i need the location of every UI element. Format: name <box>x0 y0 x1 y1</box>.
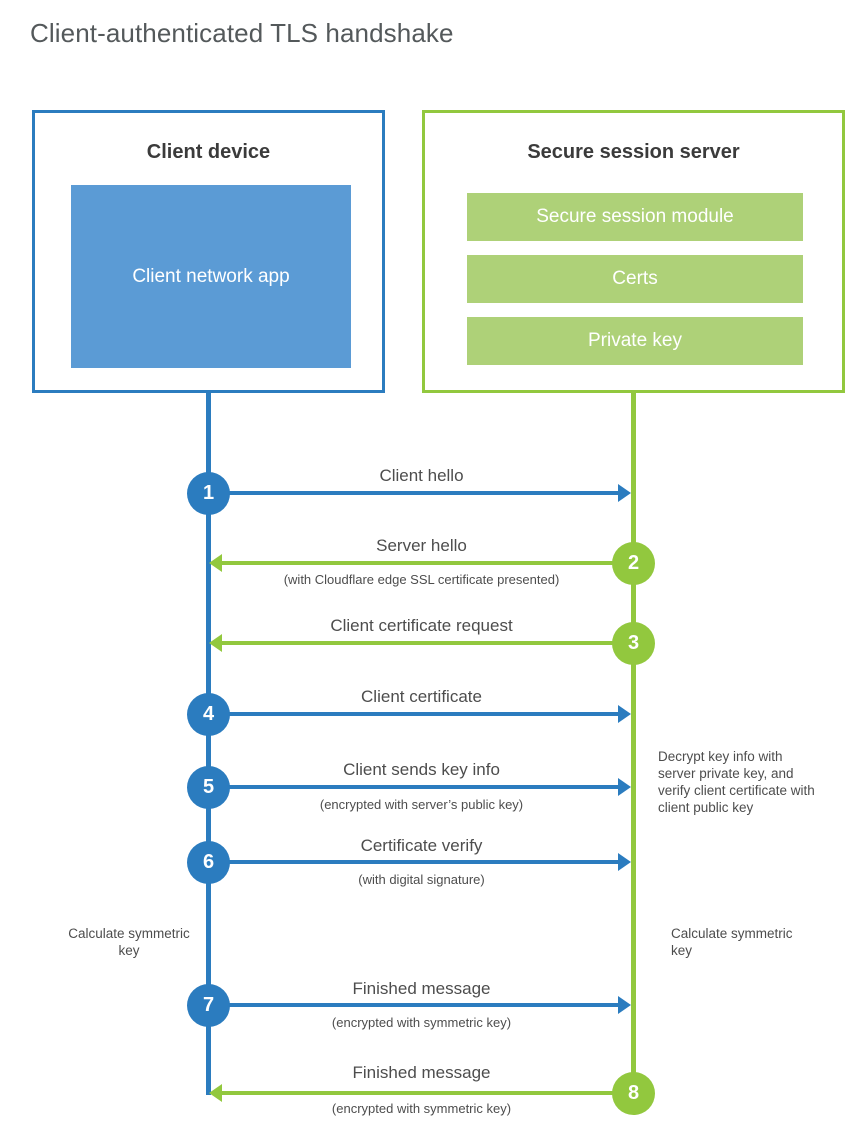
secure-session-server-box: Secure session server Secure session mod… <box>422 110 845 393</box>
step-3-arrow-line <box>222 641 634 645</box>
step-7-arrow-line <box>209 1003 619 1007</box>
secure-session-server-title: Secure session server <box>527 141 740 163</box>
step-5-label: Client sends key info <box>343 760 500 779</box>
step-6-sublabel: (with digital signature) <box>358 872 485 887</box>
step-1-label: Client hello <box>379 466 464 485</box>
server-decrypt-note: Decrypt key info with server private key… <box>658 749 815 815</box>
server-component-private-key: Private key <box>467 317 803 365</box>
step-3-arrow-head <box>209 634 222 652</box>
client-network-app-box: Client network app <box>71 185 351 368</box>
step-2-sublabel: (with Cloudflare edge SSL certificate pr… <box>283 572 560 587</box>
client-device-title: Client device <box>146 141 271 163</box>
step-4-label: Client certificate <box>361 687 482 706</box>
step-8-arrow-head <box>209 1084 222 1102</box>
step-4-circle: 4 <box>187 693 230 736</box>
server-calculate-symmetric-key-note: Calculate symmetric key <box>671 926 793 958</box>
step-1-arrow-line <box>209 491 619 495</box>
step-1-circle: 1 <box>187 472 230 515</box>
client-calculate-symmetric-key-note: Calculate symmetric key <box>68 926 190 958</box>
step-8-sublabel: (encrypted with symmetric key) <box>331 1101 512 1116</box>
step-5-sublabel: (encrypted with server’s public key) <box>319 797 524 812</box>
step-5-arrow-line <box>209 785 619 789</box>
step-3-circle: 3 <box>612 622 655 665</box>
step-6-arrow-head <box>618 853 631 871</box>
step-6-arrow-line <box>209 860 619 864</box>
step-8-label: Finished message <box>352 1063 491 1082</box>
step-7-sublabel: (encrypted with symmetric key) <box>331 1015 512 1030</box>
step-7-label: Finished message <box>352 979 491 998</box>
step-6-label: Certificate verify <box>360 836 483 855</box>
step-2-arrow-line <box>222 561 634 565</box>
step-4-arrow-head <box>618 705 631 723</box>
step-7-arrow-head <box>618 996 631 1014</box>
step-5-arrow-head <box>618 778 631 796</box>
step-2-arrow-head <box>209 554 222 572</box>
step-8-arrow-line <box>222 1091 634 1095</box>
step-5-circle: 5 <box>187 766 230 809</box>
step-4-arrow-line <box>209 712 619 716</box>
step-6-circle: 6 <box>187 841 230 884</box>
step-1-arrow-head <box>618 484 631 502</box>
server-lifeline <box>631 393 636 1093</box>
server-component-secure-session-module: Secure session module <box>467 193 803 241</box>
client-lifeline <box>206 393 211 1095</box>
server-component-certs: Certs <box>467 255 803 303</box>
client-device-box: Client device Client network app <box>32 110 385 393</box>
step-2-label: Server hello <box>376 536 467 555</box>
step-2-circle: 2 <box>612 542 655 585</box>
step-7-circle: 7 <box>187 984 230 1027</box>
page-title: Client-authenticated TLS handshake <box>30 18 454 48</box>
step-3-label: Client certificate request <box>330 616 513 635</box>
step-8-circle: 8 <box>612 1072 655 1115</box>
